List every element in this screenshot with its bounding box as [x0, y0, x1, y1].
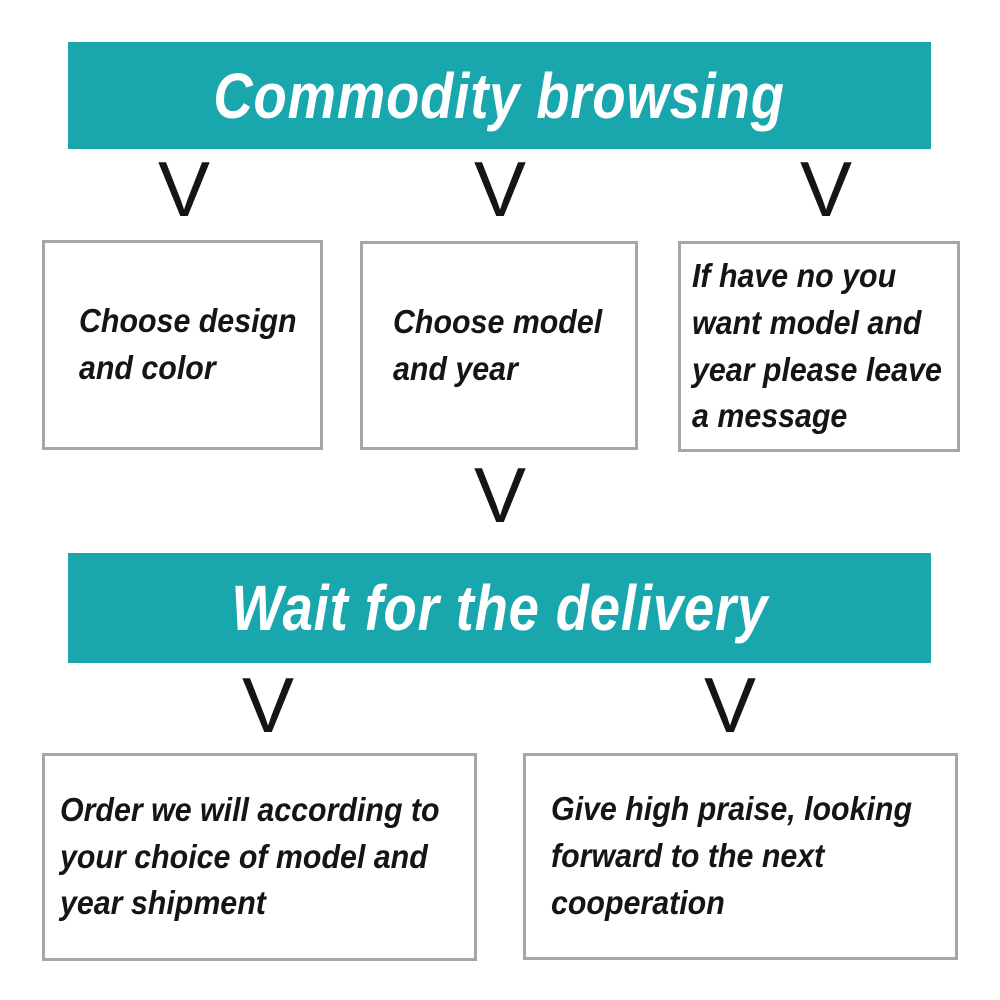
step-box-choose-model: Choose model and year: [360, 241, 638, 450]
step-text: Choose model and year: [393, 302, 603, 387]
top-banner-title: Commodity browsing: [213, 59, 786, 132]
down-arrow-icon: V: [157, 145, 211, 233]
down-arrow-icon: V: [703, 661, 757, 749]
step-box-choose-design: Choose design and color: [42, 240, 323, 450]
step-text: Choose design and color: [79, 302, 297, 386]
delivery-banner-title: Wait for the delivery: [231, 572, 768, 644]
step-text: If have no you want model and year pleas…: [692, 256, 942, 435]
delivery-banner: Wait for the delivery: [68, 553, 931, 663]
step-text: Order we will according to your choice o…: [60, 790, 440, 922]
down-arrow-icon: V: [799, 145, 853, 233]
down-arrow-icon: V: [241, 661, 295, 749]
down-arrow-icon: V: [473, 145, 527, 233]
down-arrow-icon: V: [473, 451, 527, 539]
step-box-order-shipment: Order we will according to your choice o…: [42, 753, 477, 961]
step-box-leave-message: If have no you want model and year pleas…: [678, 241, 960, 452]
step-text: Give high praise, looking forward to the…: [551, 790, 913, 921]
step-box-give-praise: Give high praise, looking forward to the…: [523, 753, 958, 960]
top-banner: Commodity browsing: [68, 42, 931, 149]
